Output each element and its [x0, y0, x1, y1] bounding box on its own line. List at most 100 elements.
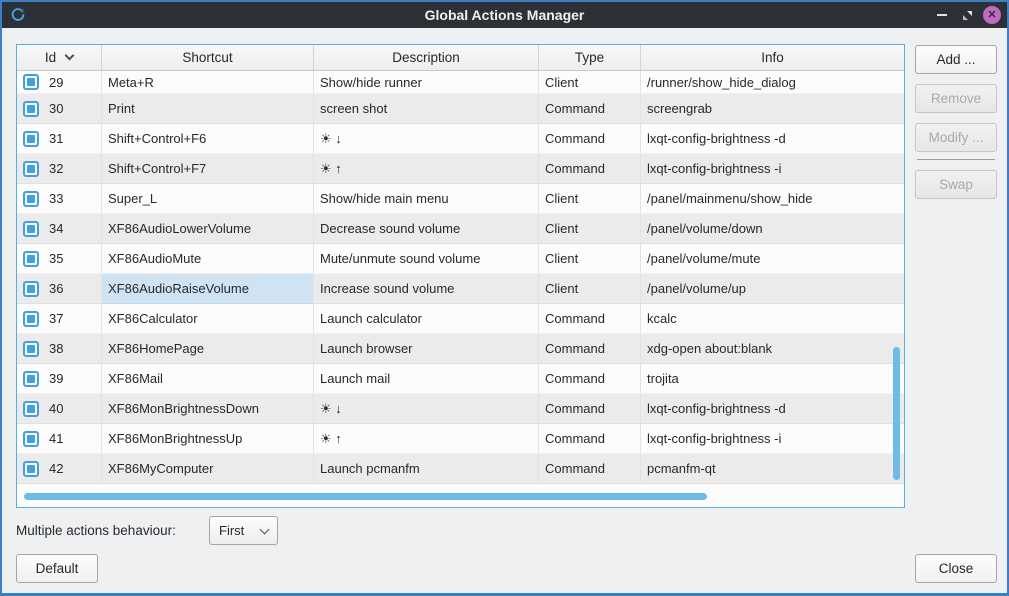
cell-type[interactable]: Client [539, 244, 641, 274]
cell-shortcut[interactable]: XF86MonBrightnessDown [102, 394, 314, 424]
column-header-id[interactable]: Id [17, 45, 102, 70]
cell-info[interactable]: /panel/volume/up [641, 274, 904, 304]
modify-button[interactable]: Modify ... [915, 123, 997, 152]
cell-id[interactable]: 32 [17, 154, 102, 184]
cell-type[interactable]: Command [539, 154, 641, 184]
remove-button[interactable]: Remove [915, 84, 997, 113]
cell-type[interactable]: Client [539, 274, 641, 304]
cell-id[interactable]: 34 [17, 214, 102, 244]
row-enabled-checkbox[interactable] [23, 310, 39, 327]
cell-info[interactable]: pcmanfm-qt [641, 454, 904, 484]
cell-shortcut[interactable]: Shift+Control+F7 [102, 154, 314, 184]
cell-id[interactable]: 39 [17, 364, 102, 394]
cell-shortcut[interactable]: XF86Calculator [102, 304, 314, 334]
row-enabled-checkbox[interactable] [23, 74, 39, 90]
horizontal-scrollbar-thumb[interactable] [24, 493, 707, 500]
behaviour-select[interactable]: First [209, 516, 278, 545]
cell-id[interactable]: 35 [17, 244, 102, 274]
restore-button[interactable] [958, 6, 976, 24]
cell-shortcut[interactable]: Print [102, 94, 314, 124]
cell-type[interactable]: Command [539, 334, 641, 364]
default-button[interactable]: Default [16, 554, 98, 583]
cell-info[interactable]: lxqt-config-brightness -i [641, 154, 904, 184]
cell-description[interactable]: ☀ ↓ [314, 394, 539, 424]
cell-shortcut[interactable]: XF86MonBrightnessUp [102, 424, 314, 454]
cell-description[interactable]: Launch browser [314, 334, 539, 364]
cell-description[interactable]: Show/hide main menu [314, 184, 539, 214]
row-enabled-checkbox[interactable] [23, 280, 39, 297]
cell-shortcut[interactable]: XF86AudioRaiseVolume [102, 274, 314, 304]
cell-description[interactable]: Mute/unmute sound volume [314, 244, 539, 274]
cell-id[interactable]: 40 [17, 394, 102, 424]
cell-type[interactable]: Client [539, 71, 641, 94]
cell-description[interactable]: Launch pcmanfm [314, 454, 539, 484]
cell-type[interactable]: Command [539, 124, 641, 154]
cell-type[interactable]: Command [539, 304, 641, 334]
cell-id[interactable]: 36 [17, 274, 102, 304]
minimize-button[interactable] [933, 6, 951, 24]
row-enabled-checkbox[interactable] [23, 190, 39, 207]
column-header-info[interactable]: Info [761, 50, 784, 65]
cell-id[interactable]: 41 [17, 424, 102, 454]
cell-shortcut[interactable]: XF86Mail [102, 364, 314, 394]
cell-id[interactable]: 30 [17, 94, 102, 124]
titlebar[interactable]: Global Actions Manager ✕ [2, 2, 1007, 28]
cell-shortcut[interactable]: XF86AudioLowerVolume [102, 214, 314, 244]
cell-id[interactable]: 31 [17, 124, 102, 154]
cell-description[interactable]: Increase sound volume [314, 274, 539, 304]
row-enabled-checkbox[interactable] [23, 250, 39, 267]
add-button[interactable]: Add ... [915, 45, 997, 74]
cell-info[interactable]: lxqt-config-brightness -i [641, 424, 904, 454]
cell-description[interactable]: Decrease sound volume [314, 214, 539, 244]
cell-description[interactable]: Show/hide runner [314, 71, 539, 94]
row-enabled-checkbox[interactable] [23, 460, 39, 477]
close-button[interactable]: Close [915, 554, 997, 583]
row-enabled-checkbox[interactable] [23, 370, 39, 387]
cell-description[interactable]: screen shot [314, 94, 539, 124]
cell-shortcut[interactable]: XF86HomePage [102, 334, 314, 364]
cell-shortcut[interactable]: XF86MyComputer [102, 454, 314, 484]
cell-description[interactable]: ☀ ↓ [314, 124, 539, 154]
cell-info[interactable]: /panel/mainmenu/show_hide [641, 184, 904, 214]
cell-type[interactable]: Client [539, 184, 641, 214]
row-enabled-checkbox[interactable] [23, 430, 39, 447]
cell-type[interactable]: Command [539, 94, 641, 124]
cell-description[interactable]: ☀ ↑ [314, 154, 539, 184]
cell-type[interactable]: Command [539, 394, 641, 424]
cell-info[interactable]: lxqt-config-brightness -d [641, 394, 904, 424]
row-enabled-checkbox[interactable] [23, 160, 39, 177]
row-enabled-checkbox[interactable] [23, 400, 39, 417]
row-enabled-checkbox[interactable] [23, 220, 39, 237]
cell-info[interactable]: kcalc [641, 304, 904, 334]
column-header-description[interactable]: Description [314, 45, 539, 70]
cell-shortcut[interactable]: Super_L [102, 184, 314, 214]
column-header-type[interactable]: Type [539, 45, 641, 70]
cell-type[interactable]: Command [539, 424, 641, 454]
row-enabled-checkbox[interactable] [23, 100, 39, 117]
column-header-shortcut[interactable]: Shortcut [102, 45, 314, 70]
cell-info[interactable]: trojita [641, 364, 904, 394]
cell-id[interactable]: 29 [17, 71, 102, 94]
row-enabled-checkbox[interactable] [23, 340, 39, 357]
cell-info[interactable]: lxqt-config-brightness -d [641, 124, 904, 154]
cell-description[interactable]: Launch mail [314, 364, 539, 394]
close-window-button[interactable]: ✕ [983, 6, 1001, 24]
cell-description[interactable]: Launch calculator [314, 304, 539, 334]
cell-info[interactable]: /panel/volume/mute [641, 244, 904, 274]
cell-description[interactable]: ☀ ↑ [314, 424, 539, 454]
swap-button[interactable]: Swap [915, 170, 997, 199]
cell-id[interactable]: 42 [17, 454, 102, 484]
cell-info[interactable]: /panel/volume/down [641, 214, 904, 244]
